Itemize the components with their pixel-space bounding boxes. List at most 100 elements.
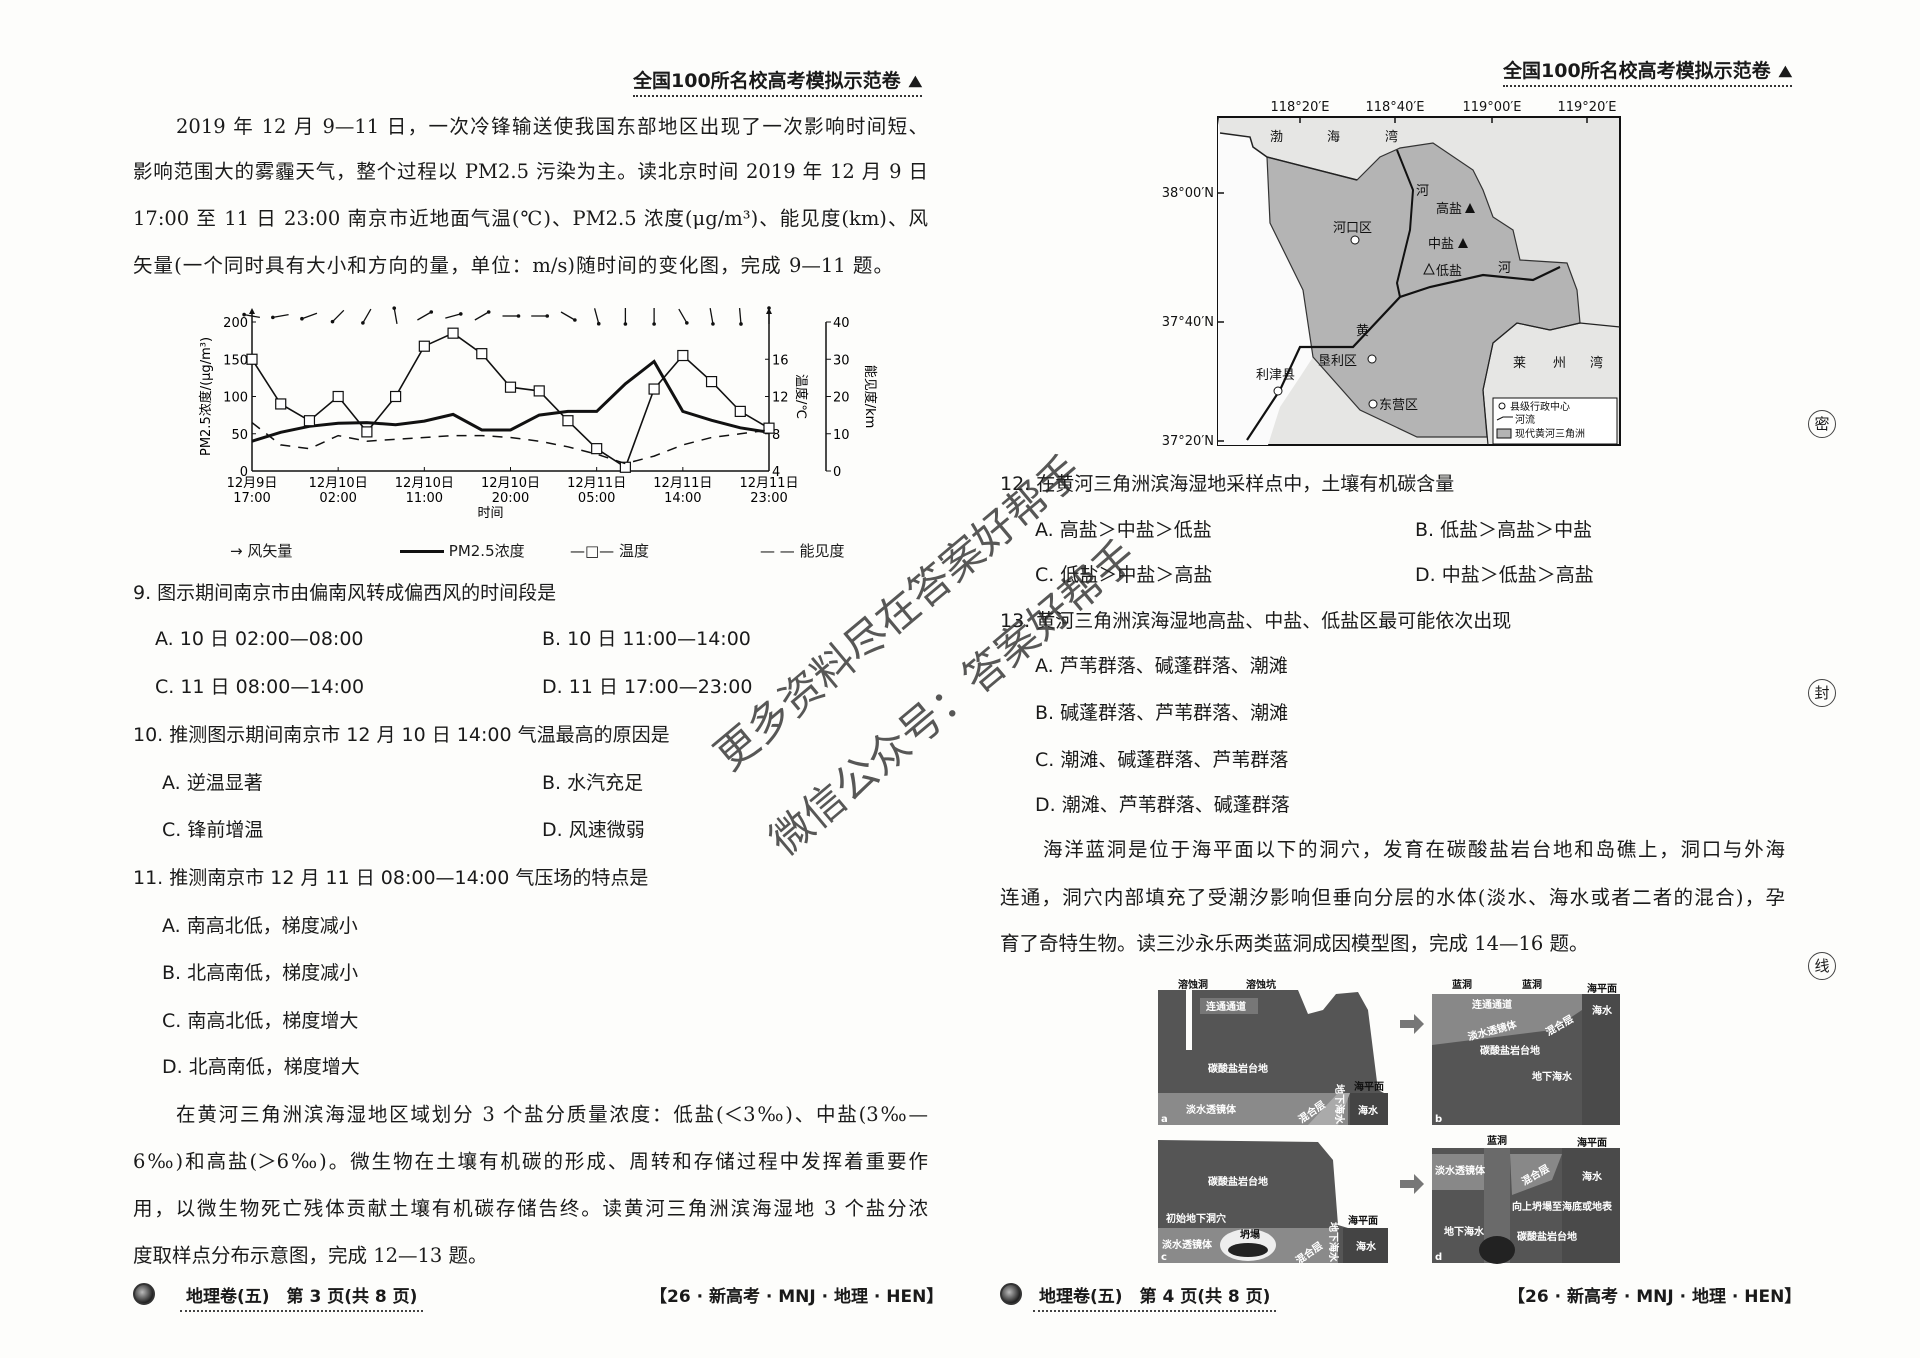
- option-10c[interactable]: C. 锋前增温: [162, 819, 264, 841]
- visibility-line: [251, 422, 770, 465]
- option-11c[interactable]: C. 南高北低，梯度增大: [162, 1010, 359, 1032]
- option-11b[interactable]: B. 北高南低，梯度减小: [162, 962, 359, 984]
- wind-arrow: [502, 314, 521, 318]
- option-10a[interactable]: A. 逆温显著: [162, 772, 263, 794]
- option-9a[interactable]: A. 10 日 02:00—08:00: [155, 628, 364, 650]
- visibility-tick-label: 40: [833, 316, 850, 331]
- svg-text:淡水透镜体: 淡水透镜体: [1435, 1164, 1486, 1177]
- svg-text:坍塌: 坍塌: [1240, 1228, 1260, 1241]
- x-tick-label: 17:00: [233, 491, 270, 506]
- yellow-river-old-channel: [1395, 149, 1415, 298]
- option-12b[interactable]: B. 低盐＞高盐＞中盐: [1415, 519, 1593, 541]
- coastline-east: [1482, 322, 1621, 446]
- visibility-tick-label: 30: [833, 353, 850, 368]
- svg-text:河流: 河流: [1515, 413, 1535, 426]
- footer-code-left: 【26 · 新高考 · MNJ · 地理 · HEN】: [650, 1287, 944, 1307]
- temperature-marker: [705, 375, 718, 388]
- svg-text:海平面: 海平面: [1354, 1080, 1384, 1093]
- wind-arrow-head: [623, 322, 628, 326]
- option-13a[interactable]: A. 芦苇群落、碱蓬群落、潮滩: [1035, 655, 1288, 677]
- wind-arrow: [271, 313, 289, 320]
- option-13d[interactable]: D. 潮滩、芦苇群落、碱蓬群落: [1035, 794, 1290, 816]
- wind-arrow-head: [458, 312, 463, 316]
- wind-arrow: [531, 314, 550, 318]
- wind-arrow-head: [392, 306, 397, 310]
- temperature-line: [251, 332, 770, 469]
- svg-text:淡水透镜体: 淡水透镜体: [1162, 1238, 1213, 1251]
- option-9c[interactable]: C. 11 日 08:00—14:00: [155, 676, 365, 698]
- page-header-left: 全国100所名校高考模拟示范卷⛰: [633, 66, 923, 97]
- svg-text:溶蚀坑: 溶蚀坑: [1246, 978, 1276, 991]
- footer-page-info-right: 地理卷(五) 第 4 页(共 8 页): [1033, 1282, 1277, 1312]
- option-12a[interactable]: A. 高盐＞中盐＞低盐: [1035, 519, 1212, 541]
- temperature-marker: [418, 340, 430, 352]
- option-12d[interactable]: D. 中盐＞低盐＞高盐: [1415, 564, 1594, 586]
- binding-mark-line: 线: [1808, 952, 1836, 980]
- filled-triangle-icon: [1465, 203, 1475, 213]
- x-tick-label: 12月10日: [481, 476, 540, 491]
- panel-a: 溶蚀洞 溶蚀坑 连通通道 碳酸盐岩台地 海平面 淡水透镜体 混合层 地下海水 海…: [1158, 978, 1388, 1126]
- svg-text:海水: 海水: [1356, 1240, 1377, 1253]
- x-tick-label: 12月11日: [653, 476, 712, 491]
- wind-arrow: [767, 306, 771, 324]
- option-9b[interactable]: B. 10 日 11:00—14:00: [542, 628, 751, 650]
- svg-text:37°20′N: 37°20′N: [1162, 434, 1214, 449]
- option-11a[interactable]: A. 南高北低，梯度减小: [162, 915, 358, 937]
- wind-arrow: [709, 308, 715, 326]
- svg-text:地下海水: 地下海水: [1444, 1225, 1485, 1238]
- wind-arrow-head: [486, 310, 491, 314]
- x-tick-label: 20:00: [492, 491, 529, 506]
- coastline-north: [1219, 132, 1358, 181]
- left-axis-label: PM2.5浓度/(μg/m³): [198, 337, 214, 456]
- svg-text:碳酸盐岩台地: 碳酸盐岩台地: [1208, 1062, 1268, 1075]
- svg-text:海平面: 海平面: [1587, 982, 1617, 995]
- svg-text:渤: 渤: [1270, 129, 1283, 145]
- svg-text:碳酸盐岩台地: 碳酸盐岩台地: [1517, 1230, 1577, 1243]
- panel-c: 碳酸盐岩台地 初始地下洞穴 坍塌 淡水透镜体 混合层 地下海水 海平面 海水 c: [1158, 1140, 1388, 1267]
- option-12c[interactable]: C. 低盐＞中盐＞高盐: [1035, 564, 1213, 586]
- option-13c[interactable]: C. 潮滩、碱蓬群落、芦苇群落: [1035, 749, 1289, 771]
- option-10b[interactable]: B. 水汽充足: [542, 772, 644, 794]
- weather-chart: 050100150200481216010203040PM2.5浓度/(μg/m…: [198, 306, 878, 521]
- wind-arrow-shaft: [301, 312, 318, 320]
- svg-text:河: 河: [1416, 184, 1429, 199]
- svg-text:c: c: [1161, 1252, 1167, 1263]
- svg-text:莱: 莱: [1513, 356, 1526, 371]
- svg-text:现代黄河三角洲: 现代黄河三角洲: [1515, 427, 1585, 440]
- svg-text:县级行政中心: 县级行政中心: [1510, 400, 1570, 413]
- option-13b[interactable]: B. 碱蓬群落、芦苇群落、潮滩: [1035, 702, 1289, 724]
- legend-temperature: —□— 温度: [570, 542, 649, 560]
- arrow-right-icon: [1400, 1174, 1424, 1194]
- x-tick-label: 12月11日: [739, 476, 798, 491]
- label-kenli: 垦利区: [1318, 354, 1357, 369]
- x-tick-label: 14:00: [664, 491, 701, 506]
- x-tick-label: 12月9日: [227, 476, 278, 491]
- wind-arrow: [392, 306, 398, 324]
- temperature-marker: [648, 383, 660, 395]
- temperature-marker: [476, 348, 488, 360]
- svg-text:碳酸盐岩台地: 碳酸盐岩台地: [1208, 1175, 1268, 1188]
- svg-text:溶蚀洞: 溶蚀洞: [1178, 978, 1208, 991]
- land-area: [1218, 117, 1313, 445]
- svg-text:连通通道: 连通通道: [1472, 998, 1512, 1011]
- county-center-icon: [1498, 402, 1506, 410]
- svg-text:地下海水: 地下海水: [1333, 1084, 1346, 1125]
- svg-text:海水: 海水: [1582, 1170, 1603, 1183]
- svg-text:38°00′N: 38°00′N: [1162, 186, 1214, 201]
- wind-arrow: [560, 311, 577, 322]
- wind-arrow-shaft: [362, 308, 372, 324]
- svg-text:119°20′E: 119°20′E: [1557, 100, 1616, 115]
- option-10d[interactable]: D. 风速微弱: [542, 819, 645, 841]
- temperature-marker: [591, 443, 603, 455]
- blue-hole-formation-figure: .fl{font-size:10px;fill:#fff;font-weight…: [1158, 978, 1620, 1267]
- wind-arrow: [738, 307, 743, 326]
- svg-text:地下海水: 地下海水: [1532, 1070, 1573, 1083]
- visibility-axis-label: 能见度/km: [862, 365, 878, 429]
- label-hekou: 河口区: [1333, 221, 1372, 236]
- temperature-marker: [447, 327, 459, 339]
- option-11d[interactable]: D. 北高南低，梯度增大: [162, 1056, 360, 1078]
- wind-arrow-head: [429, 310, 434, 314]
- wind-arrow: [417, 310, 434, 321]
- option-9d[interactable]: D. 11 日 17:00—23:00: [542, 676, 753, 698]
- wind-arrow: [330, 309, 345, 324]
